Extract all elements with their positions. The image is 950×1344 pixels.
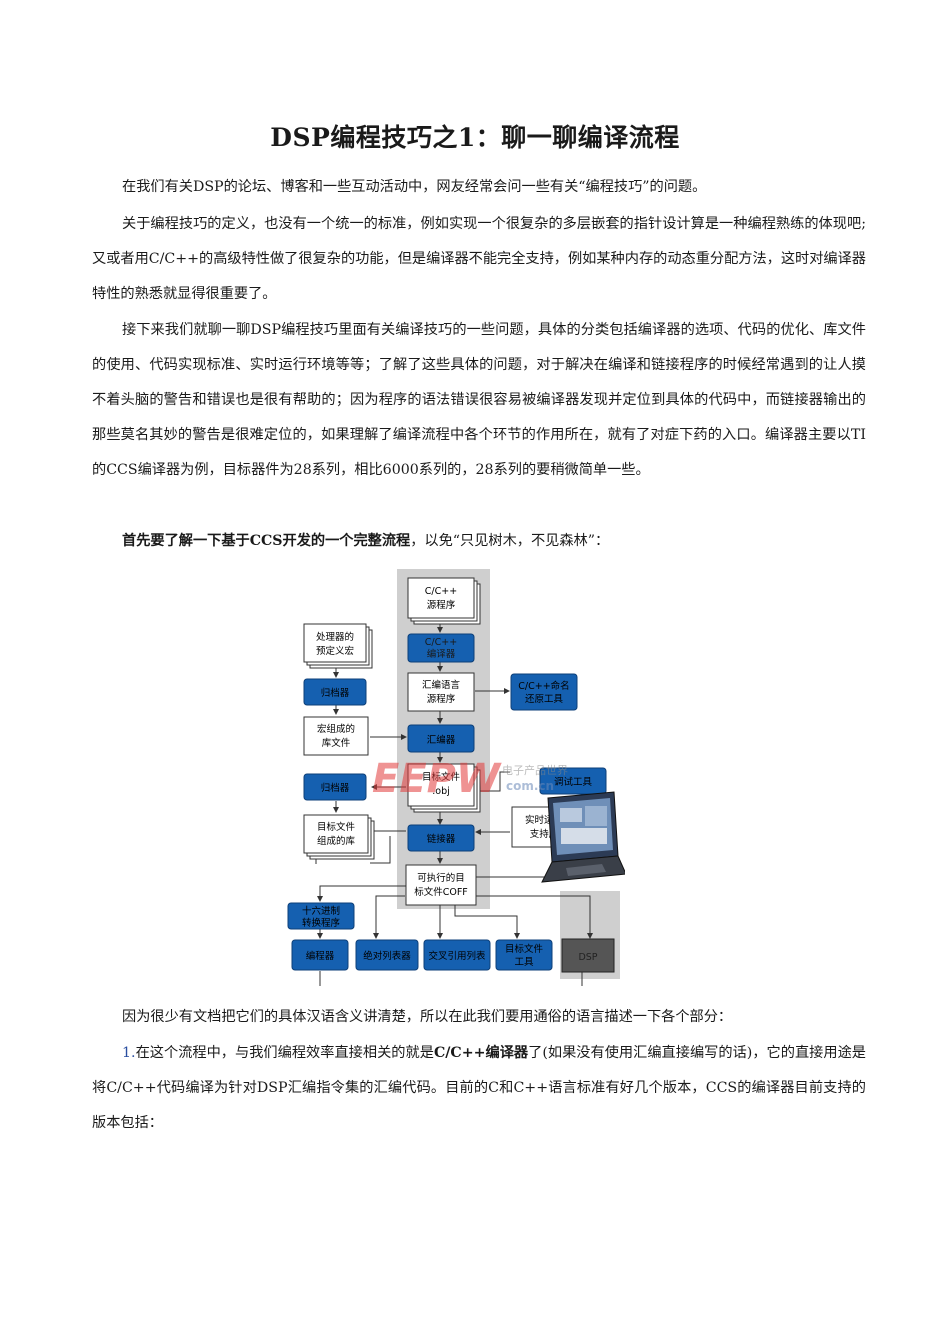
assembly-label-2: 源程序 (427, 693, 456, 705)
compiler-label-1: C/C++ (425, 637, 457, 648)
flow-intro-paragraph: 首先要了解一下基于CCS开发的一个完整流程，以免“只见树木，不见森林”： (92, 524, 866, 559)
programmer-label: 编程器 (306, 950, 335, 962)
archiver-node-2: 归档器 (303, 773, 367, 801)
macros-label-2: 预定义宏 (316, 645, 354, 657)
object-file-tool-node: 目标文件 工具 (495, 939, 553, 971)
source-label-2: 源程序 (427, 599, 456, 611)
explanation-paragraph: 因为很少有文档把它们的具体汉语含义讲清楚，所以在此我们要用通俗的语言描述一下各个… (122, 1009, 733, 1025)
hex-converter-node: 十六进制 转换程序 (287, 902, 355, 930)
intro-paragraph: 在我们有关DSP的论坛、博客和一些互动活动中，网友经常会问一些有关“编程技巧”的… (122, 179, 707, 195)
macro-library-node: 宏组成的 库文件 (303, 716, 369, 756)
archiver-label-2: 归档器 (321, 782, 350, 794)
assembler-node: 汇编器 (407, 724, 475, 753)
object-tool-label-2: 工具 (514, 957, 534, 968)
flow-intro-bold: 首先要了解一下基于CCS开发的一个完整流程 (122, 533, 411, 549)
debug-tool-node: 调试工具 (539, 767, 607, 795)
compiler-node: C/C++ 编译器 (407, 633, 475, 663)
object-library-node: 目标文件 组成的库 (303, 814, 375, 860)
archiver-label-1: 归档器 (321, 687, 350, 699)
cross-reference-label: 交叉引用列表 (428, 950, 486, 962)
cross-reference-lister-node: 交叉引用列表 (423, 939, 491, 971)
watermark-cn: 电子产品世界 (502, 763, 568, 777)
topics-paragraph: 接下来我们就聊一聊DSP编程技巧里面有关编译技巧的一些问题，具体的分类包括编译器… (92, 322, 866, 478)
source-program-node: C/C++ 源程序 (407, 577, 481, 625)
object-lib-label-1: 目标文件 (317, 821, 356, 833)
definition-paragraph: 关于编程技巧的定义，也没有一个统一的标准，例如实现一个很复杂的多层嵌套的指针设计… (92, 216, 866, 302)
predefined-macros-node: 处理器的 预定义宏 (303, 623, 373, 669)
demangler-node: C/C++命名 还原工具 (510, 673, 578, 711)
compiler-label-2: 编译器 (427, 648, 456, 660)
watermark-site: com.cn (506, 779, 554, 793)
compiler-paragraph: 1.在这个流程中，与我们编程效率直接相关的就是C/C++编译器了(如果没有使用汇… (92, 1036, 866, 1141)
assembler-label: 汇编器 (427, 734, 456, 746)
eepw-watermark: EEPW 电子产品世界 com.cn (372, 756, 568, 802)
compiler-text-b: 了(如果没有使用汇编直接编写的话)，它的直接用途是将C/C++代码编译为针对DS… (92, 1045, 866, 1131)
ccs-flow-diagram: C/C++ 源程序 C/C++ 编译器 汇编语言 源程序 C/C++命名 还原工… (287, 569, 625, 986)
macros-label-1: 处理器的 (316, 631, 354, 643)
dsp-label: DSP (578, 952, 597, 963)
object-file-node: 目标文件 .obj (407, 763, 481, 813)
debug-label: 调试工具 (554, 776, 593, 788)
assembly-label-1: 汇编语言 (422, 679, 461, 691)
absolute-lister-node: 绝对列表器 (355, 939, 419, 971)
executable-label-1: 可执行的目 (417, 872, 465, 884)
page-title: DSP编程技巧之1：聊一聊编译流程 (270, 123, 680, 152)
object-label-1: 目标文件 (422, 771, 461, 783)
watermark-brand: EEPW (372, 756, 502, 802)
hex-label-1: 十六进制 (302, 905, 340, 917)
object-label-2: .obj (432, 786, 450, 797)
assembly-source-node: 汇编语言 源程序 (407, 672, 475, 712)
linker-node: 链接器 (407, 824, 475, 852)
absolute-lister-label: 绝对列表器 (363, 950, 411, 962)
compiler-bold: C/C++编译器 (433, 1045, 529, 1061)
archiver-node-1: 归档器 (303, 678, 367, 706)
compiler-text-a: 在这个流程中，与我们编程效率直接相关的就是 (135, 1045, 434, 1061)
flow-intro-rest: ，以免“只见树木，不见森林”： (410, 533, 610, 549)
executable-label-2: 标文件COFF (414, 886, 468, 898)
source-label-1: C/C++ (425, 586, 457, 597)
list-number: 1. (122, 1045, 136, 1061)
demangler-label-1: C/C++命名 (518, 680, 569, 692)
macro-lib-label-1: 宏组成的 (317, 723, 355, 735)
object-tool-label-1: 目标文件 (505, 943, 544, 955)
linker-label: 链接器 (427, 833, 456, 845)
executable-coff-node: 可执行的目 标文件COFF (405, 864, 477, 906)
laptop-icon (541, 791, 625, 883)
demangler-label-2: 还原工具 (525, 693, 564, 705)
programmer-node: 编程器 (291, 939, 349, 971)
hex-label-2: 转换程序 (302, 917, 341, 929)
object-lib-label-2: 组成的库 (317, 835, 356, 847)
macro-lib-label-2: 库文件 (322, 737, 351, 749)
dsp-node: DSP (561, 938, 615, 973)
